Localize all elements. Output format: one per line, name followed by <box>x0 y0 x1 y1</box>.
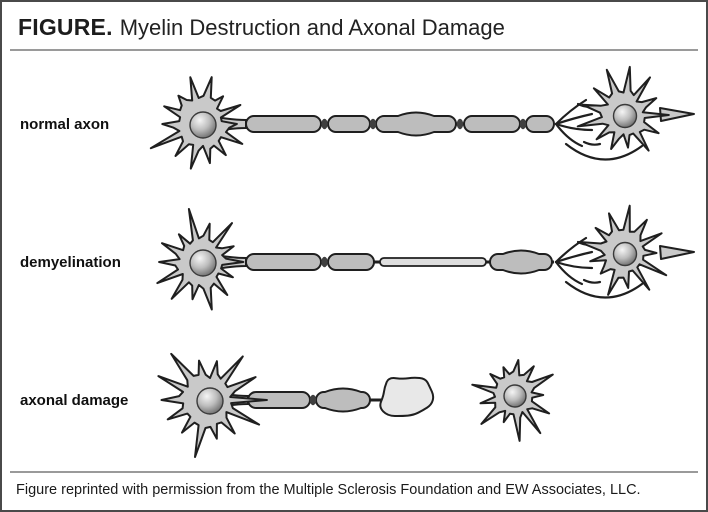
axonal-damage-illustration <box>157 352 554 458</box>
figure-header: FIGURE.Myelin Destruction and Axonal Dam… <box>2 2 706 49</box>
row-axonal-damage: axonal damage <box>2 335 706 465</box>
figure-title: Myelin Destruction and Axonal Damage <box>119 15 505 40</box>
header-divider <box>10 49 698 51</box>
row-normal-axon: normal axon <box>2 59 706 189</box>
row-demyelination: demyelination <box>2 197 706 327</box>
demyelination-illustration <box>156 204 695 311</box>
row-label-axonal-damage: axonal damage <box>20 391 129 409</box>
row-label-demyelination: demyelination <box>20 253 121 271</box>
row-label-normal-axon: normal axon <box>20 115 110 133</box>
figure-caption: Figure reprinted with permission from th… <box>10 471 698 510</box>
illustration-rows: normal axon demyelination axonal damage <box>2 51 706 471</box>
normal-axon-illustration <box>149 65 695 170</box>
figure-label: FIGURE. <box>18 14 113 40</box>
